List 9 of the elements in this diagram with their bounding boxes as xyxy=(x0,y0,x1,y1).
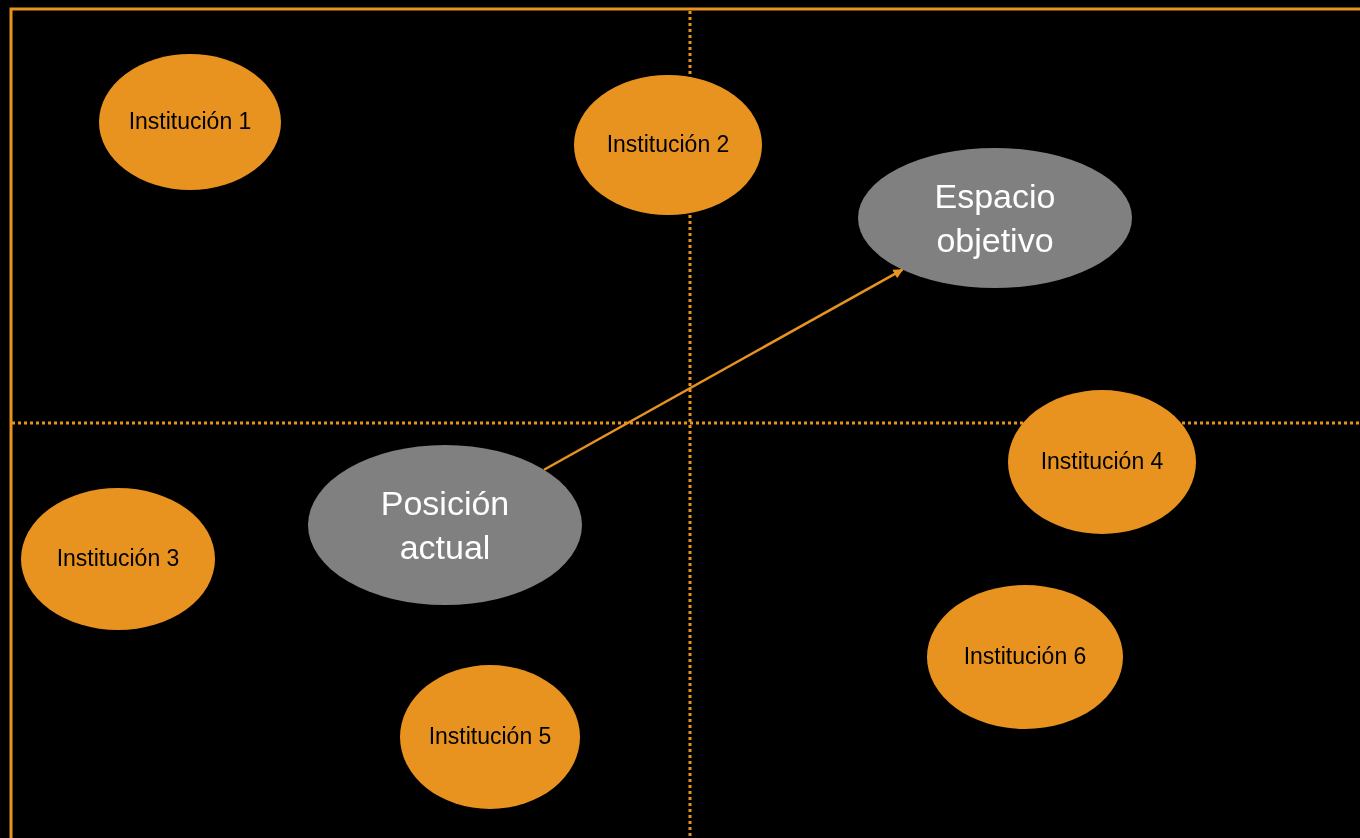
node-label: Institución 5 xyxy=(428,722,552,752)
node-label: Institución 1 xyxy=(128,107,252,137)
node-label: Posición actual xyxy=(379,482,511,568)
node-label: Institución 6 xyxy=(963,642,1087,672)
node-label: Institución 2 xyxy=(606,130,730,160)
node-label: Institución 4 xyxy=(1040,447,1164,477)
node-label: Espacio objetivo xyxy=(933,175,1057,261)
arrow xyxy=(543,268,904,471)
node-label: Institución 3 xyxy=(56,544,180,574)
